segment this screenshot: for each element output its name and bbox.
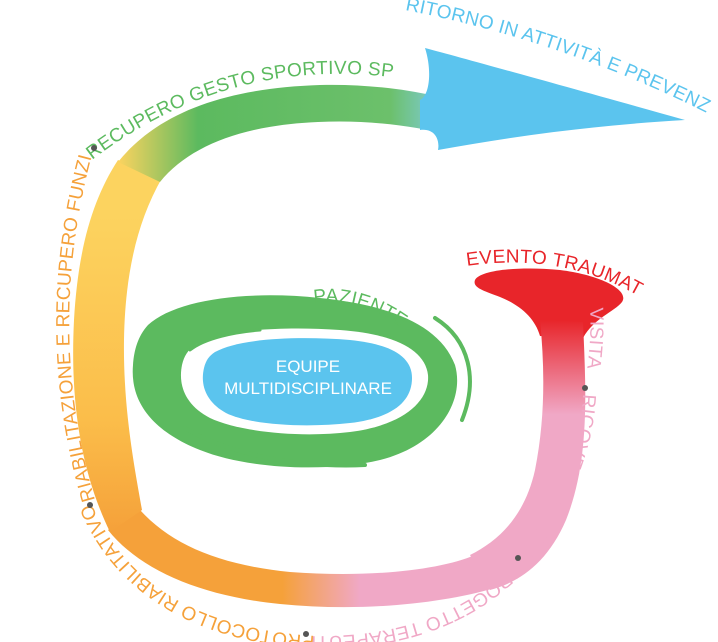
- ring-accent-outer: [433, 316, 472, 422]
- stage-visita: VISITA: [582, 307, 606, 370]
- ring-accent-bottom: [183, 426, 367, 468]
- center-group: [132, 295, 472, 468]
- separator-dot-4: [515, 555, 521, 561]
- band-left: [73, 160, 162, 532]
- equipe-pool: [202, 338, 412, 426]
- event-blob: [474, 268, 624, 338]
- center-label-line1: EQUIPE: [276, 357, 340, 376]
- separator-dot-1: [91, 145, 97, 151]
- arrowhead-blue: [420, 48, 685, 150]
- ring-accent-inner: [188, 328, 262, 352]
- band-top: [118, 84, 438, 182]
- separator-dot-5: [582, 385, 588, 391]
- pathway-band: [73, 48, 685, 608]
- center-label-line2: MULTIDISCIPLINARE: [224, 379, 392, 398]
- stage-visita-path: VISITA: [582, 307, 606, 370]
- separator-dot-2: [87, 502, 93, 508]
- separator-dot-3: [303, 631, 309, 637]
- band-pink-right: [470, 320, 586, 590]
- band-bottom: [108, 510, 495, 608]
